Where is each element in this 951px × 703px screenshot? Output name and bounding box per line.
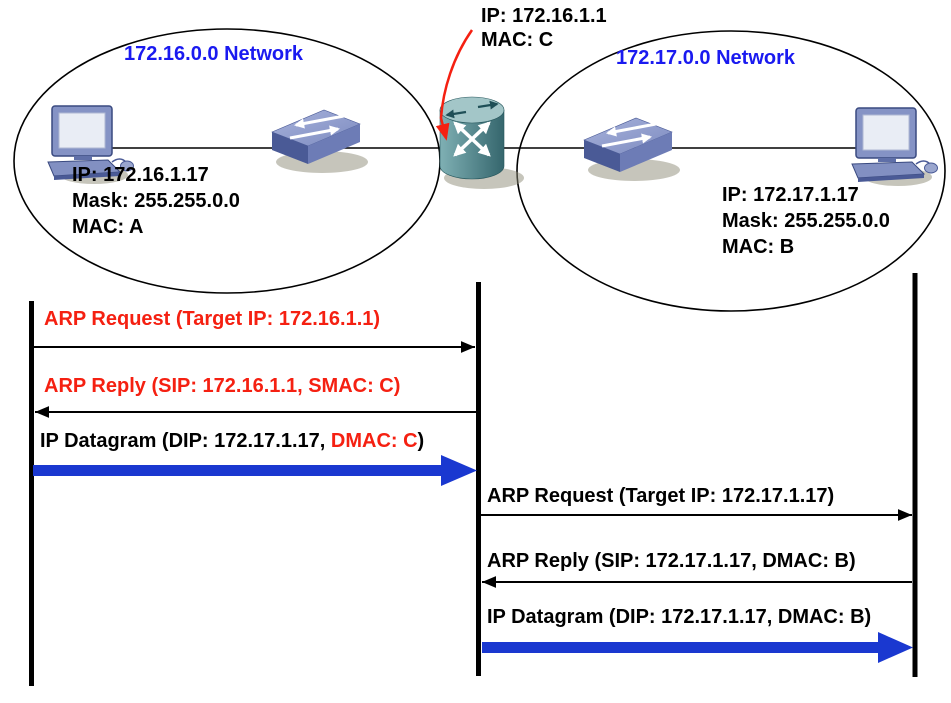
message-arp-request-1: ARP Request (Target IP: 172.16.1.1) — [44, 308, 381, 330]
router-ip: IP: 172.16.1.1 — [481, 5, 607, 27]
message-arp-reply-1: ARP Reply (SIP: 172.16.1.1, SMAC: C) — [44, 375, 401, 397]
router-icon — [440, 97, 524, 189]
ip-datagram-1-arrow — [33, 455, 477, 486]
message-ip-datagram-1-prefix: IP Datagram (DIP: 172.17.1.17, — [40, 430, 331, 452]
message-arp-reply-2: ARP Reply (SIP: 172.17.1.17, DMAC: B) — [487, 550, 856, 572]
message-ip-datagram-1: IP Datagram (DIP: 172.17.1.17, DMAC: C) — [40, 430, 424, 452]
host-b-mask: Mask: 255.255.0.0 — [722, 210, 890, 232]
network-right-label: 172.17.0.0 Network — [616, 47, 795, 69]
message-ip-datagram-2: IP Datagram (DIP: 172.17.1.17, DMAC: B) — [487, 606, 872, 628]
router-pointer-arrow — [435, 29, 474, 141]
message-ip-datagram-1-suffix: ) — [417, 430, 425, 452]
router-mac: MAC: C — [481, 29, 554, 51]
message-ip-datagram-1-highlight: DMAC: C — [330, 430, 418, 452]
ip-datagram-2-arrow — [482, 632, 913, 663]
right-network-ellipse — [516, 30, 946, 312]
host-a-ip: IP: 172.16.1.17 — [72, 164, 209, 186]
host-a-info: IP: 172.16.1.17 Mask: 255.255.0.0 MAC: A — [72, 162, 240, 240]
host-a-mask: Mask: 255.255.0.0 — [72, 190, 240, 212]
switch-icon — [584, 118, 680, 181]
pc-icon — [851, 107, 939, 187]
switch-icon — [272, 110, 368, 173]
message-arp-request-2: ARP Request (Target IP: 172.17.1.17) — [487, 485, 835, 507]
network-left-label: 172.16.0.0 Network — [124, 43, 303, 65]
host-b-ip: IP: 172.17.1.17 — [722, 184, 859, 206]
host-b-info: IP: 172.17.1.17 Mask: 255.255.0.0 MAC: B — [722, 182, 890, 260]
router-info: IP: 172.16.1.1 MAC: C — [481, 4, 607, 52]
host-b-mac: MAC: B — [722, 236, 795, 258]
host-a-mac: MAC: A — [72, 216, 144, 238]
